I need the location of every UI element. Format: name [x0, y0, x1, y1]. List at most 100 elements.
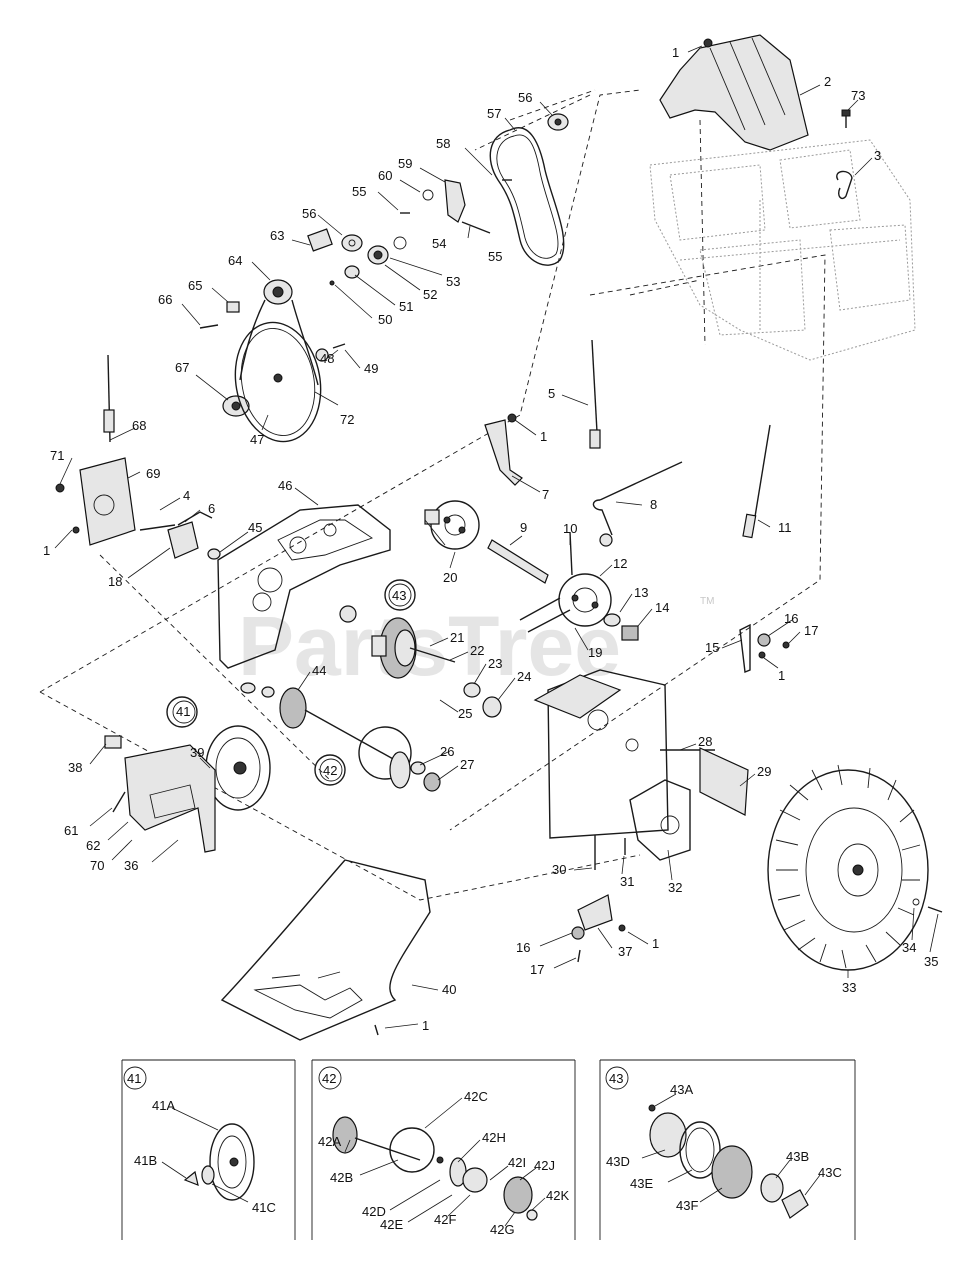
callout-10: 10 — [563, 521, 577, 536]
callout-33: 33 — [842, 980, 856, 995]
callout-59: 59 — [398, 156, 412, 171]
callout-73: 73 — [851, 88, 865, 103]
callout-14: 14 — [655, 600, 669, 615]
callout-22: 22 — [470, 643, 484, 658]
inset-41a: 41A — [152, 1098, 175, 1113]
callout-47: 47 — [250, 432, 264, 447]
callout-21: 21 — [450, 630, 464, 645]
bolt-part — [841, 109, 851, 128]
callout-64: 64 — [228, 253, 242, 268]
callout-9: 9 — [520, 520, 527, 535]
callout-32: 32 — [668, 880, 682, 895]
callout-56b: 56 — [302, 206, 316, 221]
callout-8: 8 — [650, 497, 657, 512]
callout-28: 28 — [698, 734, 712, 749]
callout-56: 56 — [518, 90, 532, 105]
callout-65: 65 — [188, 278, 202, 293]
callout-45: 45 — [248, 520, 262, 535]
callout-68: 68 — [132, 418, 146, 433]
callout-6: 6 — [208, 501, 215, 516]
callout-51: 51 — [399, 299, 413, 314]
inset-42d: 42D — [362, 1204, 386, 1219]
inset-42g: 42G — [490, 1222, 515, 1237]
inset-43-parts — [648, 1104, 809, 1219]
callout-23: 23 — [488, 656, 502, 671]
inset-42b: 42B — [330, 1170, 353, 1185]
callout-1: 1 — [672, 45, 679, 60]
callout-62: 62 — [86, 838, 100, 853]
callout-1d: 1 — [778, 668, 785, 683]
callout-1b: 1 — [43, 543, 50, 558]
callout-40: 40 — [442, 982, 456, 997]
pivot-plate — [104, 735, 216, 853]
callout-61: 61 — [64, 823, 78, 838]
callout-12: 12 — [613, 556, 627, 571]
inset-42e: 42E — [380, 1217, 403, 1232]
sprocket-12 — [558, 573, 639, 641]
callout-labels: 1 2 73 3 56 57 58 59 60 55 56 63 64 65 6… — [43, 45, 938, 1033]
inset-42-frame — [311, 1059, 576, 1240]
callout-24: 24 — [517, 669, 531, 684]
control-rods — [103, 339, 771, 539]
inset-43-tag: 43 — [609, 1071, 623, 1086]
inset-43e: 43E — [630, 1176, 653, 1191]
callout-58: 58 — [436, 136, 450, 151]
support-bracket — [484, 419, 523, 486]
inset-43a: 43A — [670, 1082, 693, 1097]
callout-52: 52 — [423, 287, 437, 302]
callout-72: 72 — [340, 412, 354, 427]
callout-34: 34 — [902, 940, 916, 955]
inset-41c: 41C — [252, 1200, 276, 1215]
callout-7: 7 — [542, 487, 549, 502]
callout-15: 15 — [705, 640, 719, 655]
callout-49: 49 — [364, 361, 378, 376]
idler-pulley-parts — [199, 113, 569, 417]
inset-43-frame — [599, 1059, 856, 1240]
callout-27: 27 — [460, 757, 474, 772]
engine-outline — [649, 139, 916, 361]
bearing-parts — [410, 682, 502, 792]
lever-bracket-15 — [739, 623, 790, 673]
main-frame-plate — [217, 504, 391, 669]
inset-41-tag: 41 — [127, 1071, 141, 1086]
callout-44: 44 — [312, 663, 326, 678]
washer-part — [207, 548, 221, 560]
clip-part — [836, 170, 853, 200]
callout-69: 69 — [146, 466, 160, 481]
callout-43: 43 — [392, 588, 406, 603]
callout-1e: 1 — [652, 936, 659, 951]
callout-57: 57 — [487, 106, 501, 121]
callout-37: 37 — [618, 944, 632, 959]
shift-bracket — [139, 511, 213, 559]
inset-42-tag: 42 — [322, 1071, 336, 1086]
inset-41b: 41B — [134, 1153, 157, 1168]
callout-13: 13 — [634, 585, 648, 600]
callout-17b: 17 — [530, 962, 544, 977]
inset-42h: 42H — [482, 1130, 506, 1145]
watermark-trademark: TM — [700, 596, 714, 607]
callout-2: 2 — [824, 74, 831, 89]
friction-wheel-43 — [371, 579, 456, 679]
callout-17: 17 — [804, 623, 818, 638]
inset-42j: 42J — [534, 1158, 555, 1173]
inset-labels: 41 41A 41B 41C 42 42A 42B 42C 42D 42E 42… — [127, 1071, 842, 1237]
callout-53: 53 — [446, 274, 460, 289]
lower-bracket-37 — [571, 894, 626, 963]
callout-11: 11 — [778, 520, 792, 535]
callout-16b: 16 — [516, 940, 530, 955]
auger-pulley-assembly — [234, 279, 322, 443]
bottom-cover — [220, 859, 431, 1041]
callout-25: 25 — [458, 706, 472, 721]
callout-67: 67 — [175, 360, 189, 375]
callout-60: 60 — [378, 168, 392, 183]
callout-39: 39 — [190, 745, 204, 760]
callout-70: 70 — [90, 858, 104, 873]
callout-55: 55 — [352, 184, 366, 199]
callout-36: 36 — [124, 858, 138, 873]
v-belt — [489, 127, 565, 266]
callout-55b: 55 — [488, 249, 502, 264]
inset-42f: 42F — [434, 1212, 456, 1227]
callout-30: 30 — [552, 862, 566, 877]
screws-30-31 — [594, 835, 626, 870]
